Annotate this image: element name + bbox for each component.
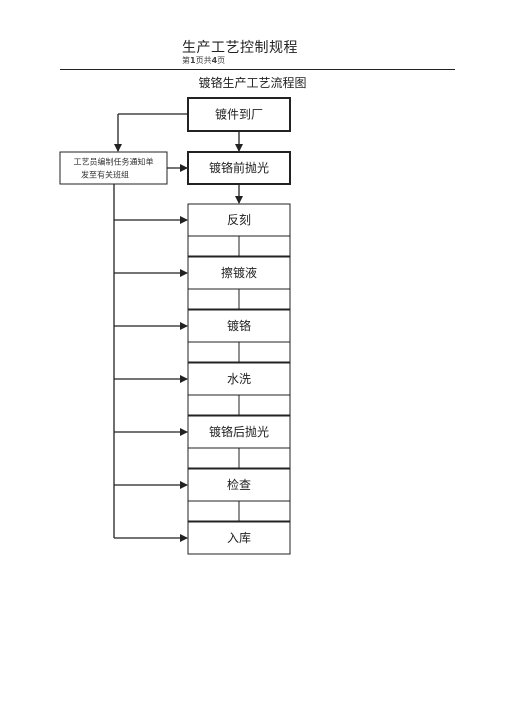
start-label: 镀件到厂 — [215, 108, 263, 122]
note-label-line1: 工艺员编制任务通知单 — [74, 157, 154, 167]
step-label: 镀铬后抛光 — [209, 424, 269, 439]
document-title: 生产工艺控制规程 — [182, 40, 298, 56]
step-label: 镀铬 — [227, 318, 251, 333]
flowchart-title: 镀铬生产工艺流程图 — [198, 76, 307, 90]
step-box — [187, 309, 291, 343]
note-box — [59, 151, 168, 185]
page-total: 4 — [211, 56, 218, 65]
step-box — [187, 256, 291, 290]
polish-label: 镀铬前抛光 — [209, 160, 269, 175]
step-box — [187, 203, 291, 237]
step-label: 检查 — [227, 477, 251, 492]
page-prefix: 第 — [182, 56, 190, 65]
step-label: 反刻 — [227, 213, 251, 227]
step-box — [187, 468, 291, 502]
page-info: 第1页共4页 — [182, 55, 225, 66]
connector-lines — [113, 113, 243, 542]
step-box — [187, 521, 291, 555]
step-box — [187, 415, 291, 449]
header-rule — [60, 69, 455, 70]
page-current: 1 — [190, 56, 196, 65]
start-box — [187, 97, 291, 132]
step-label: 擦镀液 — [221, 265, 257, 280]
polish-box — [187, 151, 291, 185]
page-mid: 页共 — [195, 56, 212, 65]
page-suffix: 页 — [217, 56, 226, 65]
step-label: 入库 — [227, 530, 251, 545]
step-box — [187, 362, 291, 396]
step-label: 水洗 — [227, 372, 251, 386]
note-label-line2: 发至有关班组 — [81, 170, 129, 180]
